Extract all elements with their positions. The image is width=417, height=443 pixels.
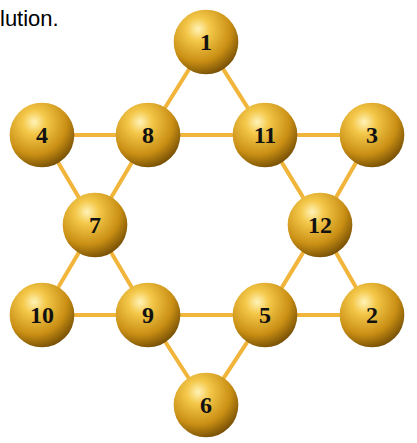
ball-fill bbox=[233, 283, 298, 348]
ball-fill bbox=[288, 193, 353, 258]
ball-fill bbox=[116, 103, 181, 168]
number-ball: 4 bbox=[9, 102, 75, 168]
ball-number: 10 bbox=[9, 282, 75, 348]
star-line bbox=[166, 343, 188, 378]
number-ball: 3 bbox=[339, 102, 405, 168]
star-line bbox=[165, 70, 188, 107]
star-line bbox=[112, 163, 132, 196]
star-line bbox=[224, 343, 247, 378]
ball-number: 12 bbox=[287, 192, 353, 258]
number-ball: 7 bbox=[62, 192, 128, 258]
number-ball: 12 bbox=[287, 192, 353, 258]
star-line bbox=[181, 133, 232, 137]
number-ball: 1 bbox=[173, 9, 239, 75]
ball-fill bbox=[63, 193, 128, 258]
number-ball: 8 bbox=[115, 102, 181, 168]
ball-fill bbox=[340, 283, 405, 348]
caption-fragment: lution. bbox=[0, 6, 59, 32]
ball-number: 7 bbox=[62, 192, 128, 258]
ball-fill bbox=[174, 373, 239, 438]
star-line bbox=[298, 133, 339, 137]
ball-number: 11 bbox=[232, 102, 298, 168]
ball-number: 6 bbox=[173, 372, 239, 438]
number-ball: 9 bbox=[115, 282, 181, 348]
ball-number: 3 bbox=[339, 102, 405, 168]
star-line bbox=[75, 313, 115, 317]
star-line bbox=[337, 254, 356, 287]
ball-number: 4 bbox=[9, 102, 75, 168]
star-line bbox=[224, 70, 248, 107]
ball-number: 2 bbox=[339, 282, 405, 348]
star-line bbox=[59, 163, 79, 196]
ball-fill bbox=[174, 10, 239, 75]
star-line bbox=[112, 253, 132, 286]
star-line bbox=[59, 253, 79, 286]
number-ball: 11 bbox=[232, 102, 298, 168]
ball-fill bbox=[10, 103, 75, 168]
star-line bbox=[75, 133, 115, 137]
ball-number: 8 bbox=[115, 102, 181, 168]
number-ball: 2 bbox=[339, 282, 405, 348]
star-line bbox=[282, 253, 303, 287]
number-ball: 10 bbox=[9, 282, 75, 348]
ball-number: 9 bbox=[115, 282, 181, 348]
number-ball: 5 bbox=[232, 282, 298, 348]
ball-number: 5 bbox=[232, 282, 298, 348]
star-line bbox=[337, 164, 356, 197]
ball-number: 1 bbox=[173, 9, 239, 75]
number-ball: 6 bbox=[173, 372, 239, 438]
ball-fill bbox=[340, 103, 405, 168]
ball-fill bbox=[116, 283, 181, 348]
star-line bbox=[282, 163, 303, 197]
ball-fill bbox=[233, 103, 298, 168]
ball-fill bbox=[10, 283, 75, 348]
star-line bbox=[181, 313, 232, 317]
star-line bbox=[298, 313, 339, 317]
